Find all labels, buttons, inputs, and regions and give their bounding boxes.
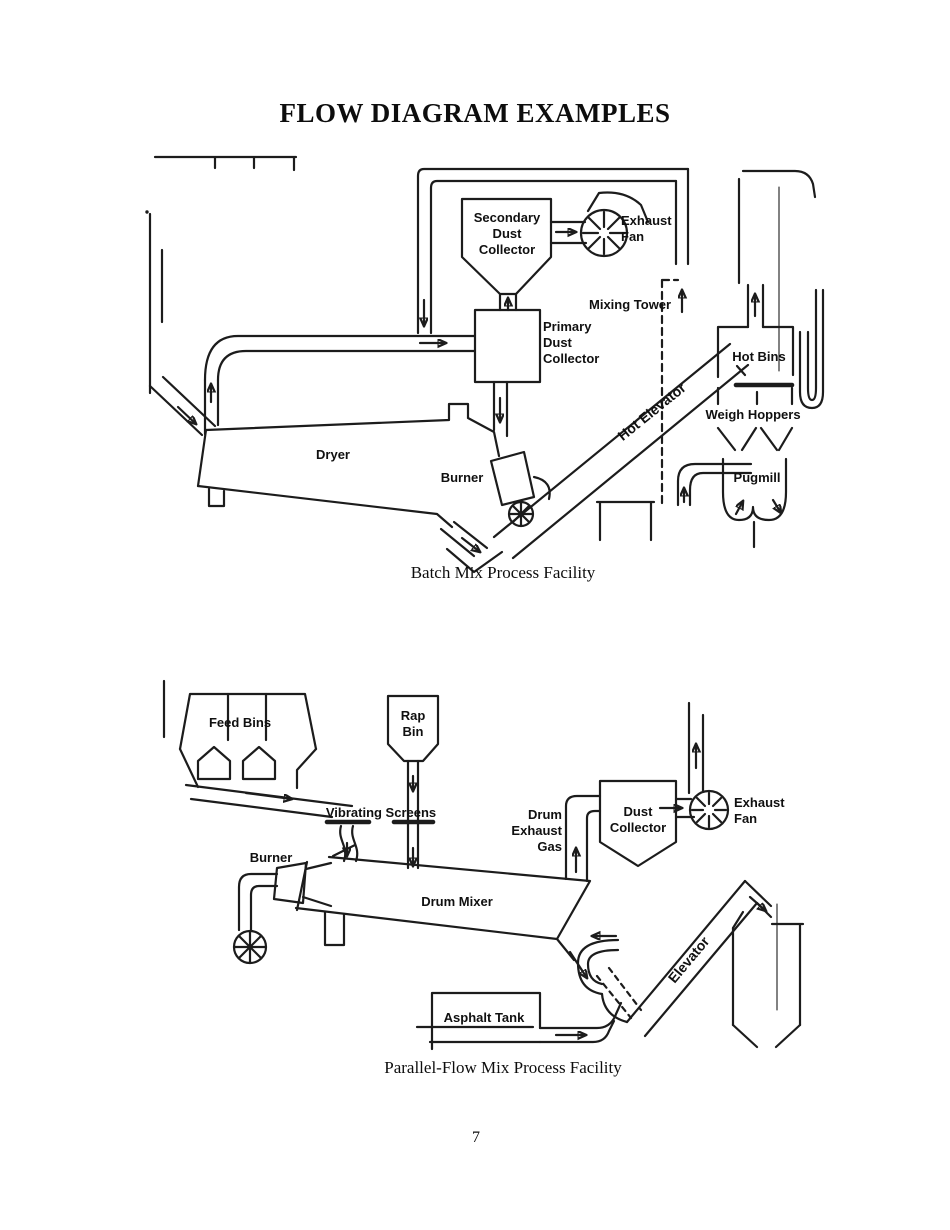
mixing-tower-boundary bbox=[595, 278, 680, 542]
label-hot-bins: Hot Bins bbox=[732, 349, 786, 364]
label-mixing-tower: Mixing Tower bbox=[589, 297, 672, 312]
label-primary-dust-collector: Primary Dust Collector bbox=[543, 319, 600, 366]
storage-silo-shape bbox=[731, 903, 805, 1049]
exhaust-fan-icon-2 bbox=[687, 701, 730, 831]
label-exhaust-fan-batch: Exhaust Fan bbox=[621, 213, 672, 244]
drum-exhaust-duct bbox=[564, 794, 602, 883]
elevator-channel bbox=[625, 879, 773, 1038]
exhaust-fan-icon bbox=[549, 191, 650, 258]
hot-bins-tower bbox=[716, 169, 825, 410]
label-feed-bins: Feed Bins bbox=[208, 715, 272, 730]
label-pugmill: Pugmill bbox=[733, 470, 781, 485]
label-drum-mixer: Drum Mixer bbox=[421, 894, 493, 909]
label-asphalt-tank: Asphalt Tank bbox=[443, 1010, 525, 1025]
dryer-shape bbox=[196, 402, 501, 529]
page-number: 7 bbox=[472, 1129, 480, 1146]
label-rap-bin: Rap Bin bbox=[400, 708, 426, 739]
hot-elevator-channel bbox=[492, 342, 750, 560]
recycle-loop bbox=[555, 936, 643, 1024]
label-vibrating-screens: Vibrating Screens bbox=[325, 805, 437, 820]
feed-bins-shape bbox=[162, 679, 354, 819]
primary-dust-collector-shape bbox=[473, 308, 542, 438]
rap-bin-shape bbox=[386, 694, 440, 870]
label-dryer: Dryer bbox=[316, 447, 350, 462]
batch-diagram-caption: Batch Mix Process Facility bbox=[410, 563, 596, 582]
exhaust-duct bbox=[416, 167, 690, 335]
label-burner-batch: Burner bbox=[440, 470, 484, 485]
pugmill-shape bbox=[676, 457, 788, 549]
label-drum-exhaust-gas: Drum Exhaust Gas bbox=[511, 807, 562, 854]
label-dust-collector: Dust Collector bbox=[609, 804, 667, 835]
weigh-hoppers-shape bbox=[716, 426, 794, 452]
burner-icon-2 bbox=[232, 861, 333, 965]
parallel-flow-diagram bbox=[162, 679, 805, 1051]
label-burner-parallel: Burner bbox=[249, 850, 293, 865]
label-secondary-dust-collector: Secondary Dust Collector bbox=[473, 210, 541, 257]
feed-chute bbox=[148, 334, 476, 437]
batch-mix-diagram bbox=[145, 155, 825, 574]
drum-mixer-shape bbox=[294, 843, 592, 947]
parallel-diagram-caption: Parallel-Flow Mix Process Facility bbox=[384, 1058, 622, 1077]
asphalt-tank-shape bbox=[415, 991, 623, 1051]
cold-feed-structure bbox=[145, 155, 298, 395]
label-exhaust-fan-parallel: Exhaust Fan bbox=[734, 795, 785, 826]
label-weigh-hoppers: Weigh Hoppers bbox=[705, 407, 801, 422]
page-title: FLOW DIAGRAM EXAMPLES bbox=[279, 98, 671, 128]
secondary-dust-collector-shape bbox=[460, 197, 553, 312]
